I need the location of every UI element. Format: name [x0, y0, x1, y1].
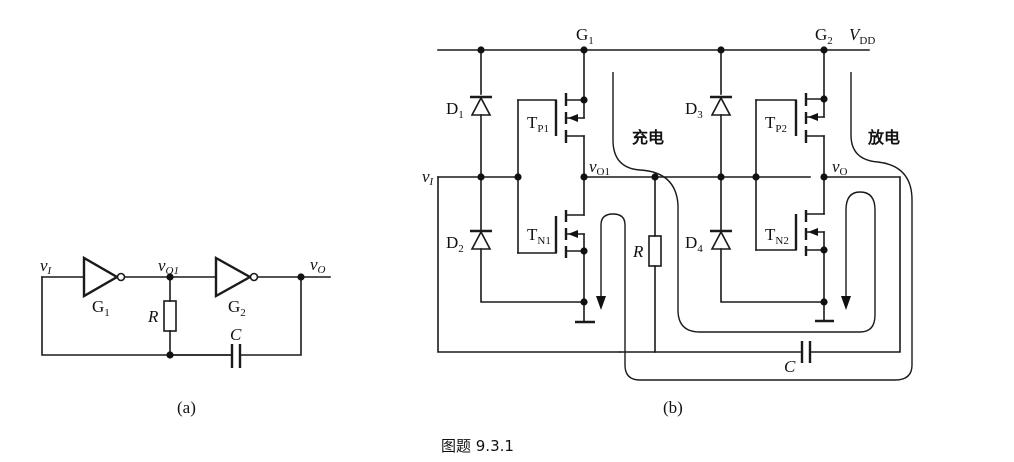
- label-r-a: R: [147, 307, 159, 326]
- label-g2-a: G2: [228, 297, 246, 319]
- junction-dot: [166, 273, 174, 281]
- label-vi-b: vI: [422, 167, 435, 188]
- label-g1-b: G1: [576, 25, 594, 47]
- label-charge: 充电: [632, 128, 664, 147]
- arrow-icon: [808, 113, 818, 121]
- charge-current-path: [612, 72, 876, 333]
- wire-feedback-b: [437, 176, 621, 353]
- wire-output-b: [809, 176, 901, 353]
- label-tn2: TN2: [765, 225, 789, 247]
- label-vo1-a: vO1: [158, 256, 179, 277]
- junction-dot: [166, 351, 174, 359]
- arrow-down-icon: [596, 296, 606, 310]
- label-vo-b: vO: [832, 157, 848, 178]
- label-r-b: R: [632, 242, 644, 261]
- label-vo-a: vO: [310, 255, 326, 276]
- junction-dot: [297, 273, 305, 281]
- diode-d2-icon: [470, 230, 492, 250]
- label-discharge: 放电: [867, 128, 900, 147]
- wire-feedback-a: [41, 276, 231, 356]
- label-g1-a: G1: [92, 297, 110, 319]
- diode-d4-icon: [710, 230, 732, 250]
- label-tn1: TN1: [527, 225, 551, 247]
- discharge-current-path: [600, 72, 913, 381]
- label-tp1: TP1: [527, 113, 549, 135]
- arrow-icon: [568, 230, 578, 238]
- junction-dots: [477, 46, 828, 306]
- capacitor-icon: [230, 344, 242, 368]
- panel-a: vI vO1 vO G1 G2 R C (a): [40, 255, 331, 417]
- wire-c-right: [239, 276, 302, 356]
- label-d3: D3: [685, 99, 703, 121]
- label-vdd: VDD: [849, 25, 875, 47]
- label-vo1-b: vO1: [589, 157, 610, 178]
- label-d4: D4: [685, 233, 703, 255]
- inverter-bubble-icon: [116, 272, 126, 282]
- resistor-icon: [648, 235, 662, 267]
- label-tp2: TP2: [765, 113, 787, 135]
- diode-d3-icon: [710, 96, 732, 116]
- arrow-icon: [568, 114, 578, 122]
- resistor-icon: [163, 300, 177, 332]
- label-d2: D2: [446, 233, 464, 255]
- label-c-a: C: [230, 325, 242, 344]
- label-g2-b: G2: [815, 25, 833, 47]
- diode-d1-icon: [470, 96, 492, 116]
- panel-a-label: (a): [177, 398, 196, 417]
- wire-gate-1-ends: [517, 99, 557, 254]
- figure-caption: 图题 9.3.1: [441, 437, 514, 455]
- inverter-g2-icon: [214, 255, 253, 299]
- wire-d4-bottom: [720, 248, 825, 303]
- wire-gate-2-ends: [755, 99, 797, 251]
- arrow-icon: [808, 228, 818, 236]
- capacitor-icon: [800, 341, 812, 363]
- label-c-b: C: [784, 357, 796, 376]
- wire-d2-bottom: [480, 248, 585, 303]
- panel-b: G1 G2 VDD vI vO1 vO D1 D2 D3 D4 TP1 TN1 …: [422, 25, 913, 417]
- inverter-bubble-icon: [249, 272, 259, 282]
- arrow-down-icon: [841, 296, 851, 310]
- inverter-g1-icon: [82, 255, 120, 299]
- panel-b-label: (b): [663, 398, 683, 417]
- label-vi-a: vI: [40, 256, 53, 277]
- label-d1: D1: [446, 99, 464, 121]
